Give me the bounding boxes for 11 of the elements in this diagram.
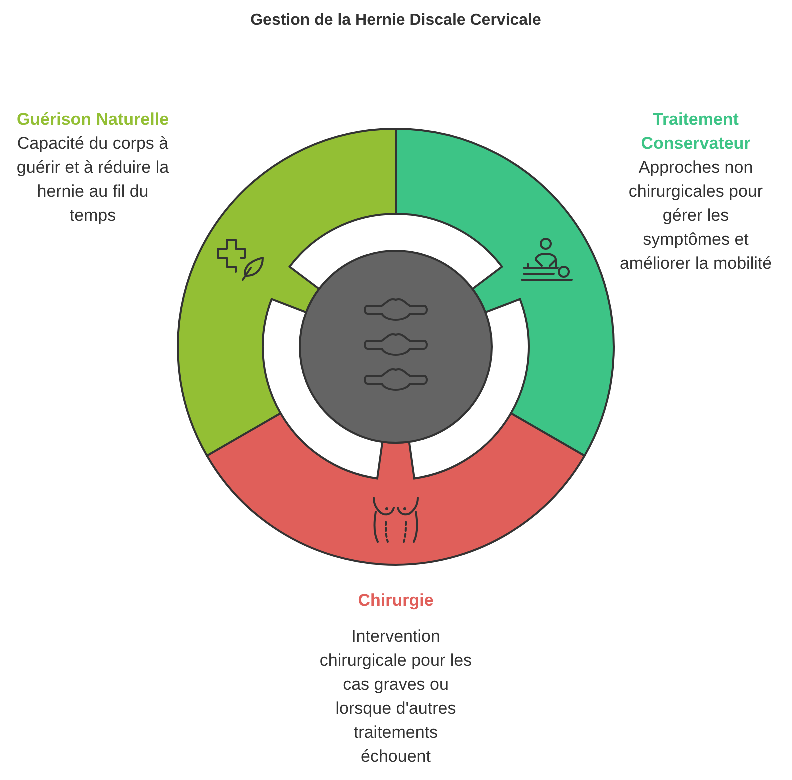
segment-heading: Guérison Naturelle — [16, 109, 170, 131]
segment-heading: Traitement Conservateur — [640, 109, 752, 155]
ring-segment — [395, 128, 615, 457]
segment-heading: Chirurgie — [357, 590, 435, 612]
center-circle — [299, 250, 493, 444]
ring-segment — [177, 128, 397, 457]
ring-segment — [206, 412, 586, 566]
segment-description: Intervention chirurgicale pour les cas graves ou lorsque d'autres traitements échouent — [318, 626, 474, 768]
segment-description: Approches non chirurgicales pour gérer les symptômes et améliorer la mobilité — [619, 157, 773, 275]
segment-description: Capacité du corps à guérir et à réduire la hernie au fil du temps — [16, 133, 170, 227]
title: Gestion de la Hernie Discale Cervicale — [250, 12, 542, 30]
